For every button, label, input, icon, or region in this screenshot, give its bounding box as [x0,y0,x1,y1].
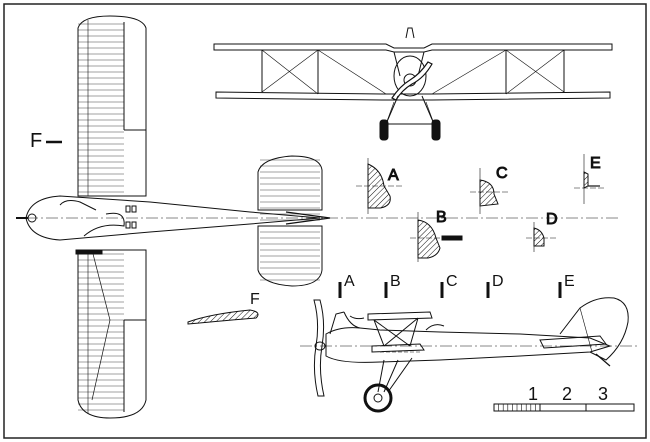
plan-cockpit-edge [59,200,97,211]
sheet-border [3,3,647,439]
scale-bar-ticks [493,404,536,411]
section-d-label: D [546,211,558,228]
station-markers [338,282,562,298]
plan-view [16,15,620,419]
plan-ribs-left [78,23,124,193]
plan-axle [75,249,103,255]
plan-tailplane-left [257,155,323,211]
section-c [470,168,510,214]
side-tail-skid [595,353,611,367]
scale-bar: 1 2 3 [493,384,635,412]
plan-ribs-right [78,253,124,411]
station-d-label: D [492,273,504,290]
section-b-label: B [436,209,447,226]
plan-bracing-right [91,249,111,401]
plan-upper-wing-right [77,249,147,419]
side-windscreen [425,324,445,331]
wing-section-f [187,309,259,325]
plan-detail-b [131,205,137,213]
side-spinner [314,341,326,351]
fuselage-sections: A B C D E [356,154,604,262]
front-fuselage [393,55,427,97]
section-e [574,154,604,204]
section-a [356,158,404,214]
front-upper-wing [213,43,613,53]
plan-fuselage [25,195,321,241]
plan-upper-wing-left [77,15,147,197]
station-a-label: A [344,273,355,290]
scale-bar-frame [493,403,635,412]
section-c-label: C [496,165,508,182]
side-propeller [313,299,325,397]
front-exhaust [405,27,415,39]
side-fin-rudder [559,297,629,361]
plan-ribs-tail [260,159,320,281]
side-fuselage [325,327,612,363]
plan-cockpit [83,212,125,237]
scale-label-1: 1 [528,384,538,404]
front-lower-wing [215,91,611,101]
side-lower-wing [371,343,425,353]
side-upper-wing [367,311,433,321]
front-view [213,27,613,141]
front-propeller [391,61,433,101]
side-tailplane [539,335,607,349]
plan-fin [285,211,331,225]
plan-detail-d [131,221,137,229]
side-wheel [363,383,393,413]
section-f-label-plan: F [30,130,42,152]
section-e-label: E [590,155,601,172]
station-e-label: E [564,273,575,290]
section-b [410,212,463,262]
scale-label-2: 2 [562,384,572,404]
plan-tailplane-right [257,225,323,287]
plan-detail-a [125,205,131,213]
section-f-label-airfoil: F [250,291,260,308]
station-b-label: B [390,273,401,290]
front-wheel-right [431,119,441,141]
side-wheel-hub [373,393,383,403]
side-struts [373,317,419,347]
station-c-label: C [446,273,458,290]
side-cowl-top [329,311,345,335]
scale-label-3: 3 [598,384,608,404]
section-a-label: A [388,167,399,184]
plan-detail-c [125,221,131,229]
section-d [526,222,556,252]
front-wheel-left [379,119,389,141]
side-view [300,297,640,413]
